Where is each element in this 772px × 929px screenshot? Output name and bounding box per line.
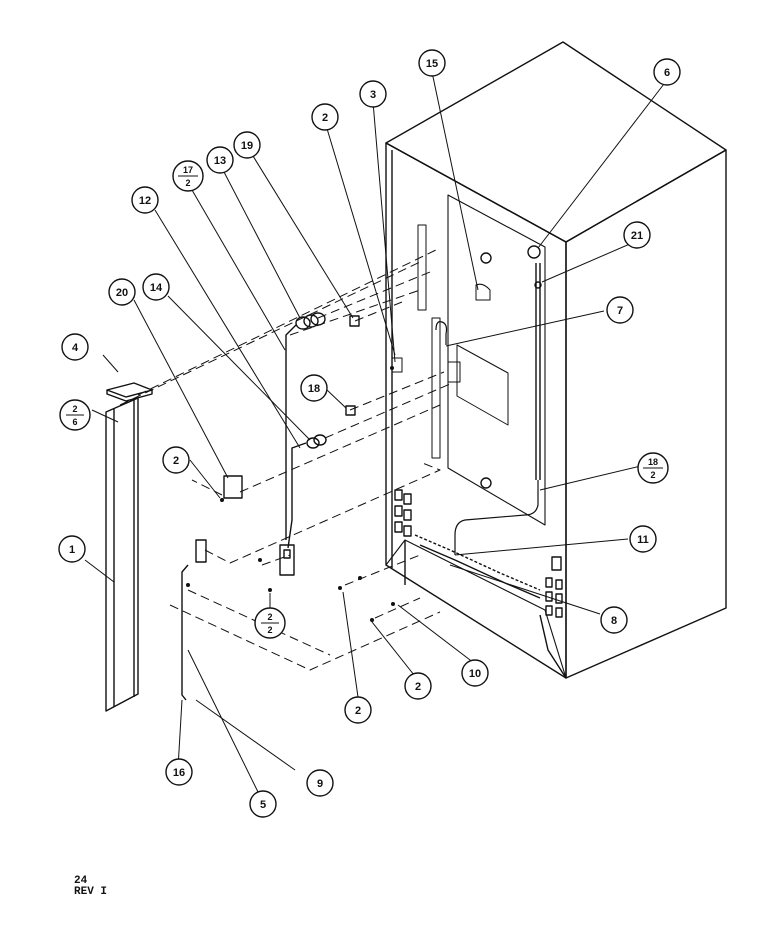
fraction-18-2-bottom: 2	[650, 470, 655, 480]
callout-5: 5	[260, 799, 266, 811]
callout-14: 14	[150, 282, 163, 294]
callout-circles	[58, 49, 681, 818]
fraction-bars	[66, 175, 663, 624]
revision-label: REV I	[74, 886, 108, 898]
clip-part-18	[345, 405, 356, 416]
fraction-2-6-top: 2	[72, 404, 77, 414]
callout-2d: 2	[322, 112, 328, 124]
side-panel-part-1	[105, 397, 139, 712]
fraction-2-6-bottom: 6	[72, 417, 77, 427]
callout-15: 15	[426, 58, 438, 70]
callout-6: 6	[664, 67, 670, 79]
callout-9: 9	[317, 778, 323, 790]
leader-lines	[84, 71, 668, 797]
callout-13: 13	[214, 155, 226, 167]
page-number: 24	[74, 875, 88, 887]
screws	[186, 366, 395, 622]
fraction-17-2-top: 17	[183, 165, 193, 175]
callout-18: 18	[308, 383, 320, 395]
heater-wire-assembly	[279, 312, 327, 576]
callout-11: 11	[637, 534, 649, 546]
bracket-part-16	[195, 539, 207, 563]
callout-2c: 2	[415, 681, 421, 693]
callout-21: 21	[631, 230, 643, 242]
cabinet	[385, 41, 727, 679]
page-footer: 24 REV I	[74, 876, 107, 898]
callout-2a: 2	[173, 455, 179, 467]
callout-16: 16	[173, 767, 185, 779]
fraction-2-2-top: 2	[267, 612, 272, 622]
fraction-18-2-top: 18	[648, 457, 658, 467]
callout-20: 20	[116, 287, 128, 299]
callout-1: 1	[69, 544, 75, 556]
callout-7: 7	[617, 305, 623, 317]
plate-part-20	[223, 475, 243, 499]
wire-part-16	[181, 564, 189, 701]
callout-2b: 2	[355, 705, 361, 717]
callout-10: 10	[469, 668, 481, 680]
callout-4: 4	[72, 342, 79, 354]
fraction-17-2-bottom: 2	[185, 178, 190, 188]
callout-19: 19	[241, 140, 253, 152]
clip-part-19	[349, 315, 360, 327]
callout-3: 3	[370, 89, 376, 101]
callout-8: 8	[611, 615, 617, 627]
fraction-2-2-bottom: 2	[267, 625, 272, 635]
callout-12: 12	[139, 195, 151, 207]
